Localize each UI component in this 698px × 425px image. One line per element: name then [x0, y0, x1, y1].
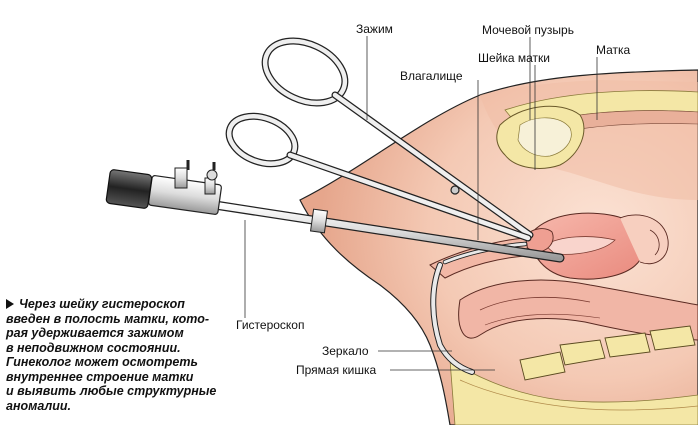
uterine-cavity	[544, 236, 616, 255]
caption: Через шейку гистероскоп введен в полость…	[6, 297, 264, 413]
caption-line: рая удерживается зажимом	[6, 326, 184, 340]
caption-line: Через шейку гистероскоп	[6, 297, 264, 312]
label-rectum: Прямая кишка	[296, 363, 377, 377]
clamp	[225, 37, 534, 242]
caption-line: внутреннее строение матки	[6, 369, 194, 384]
caption-line: в неподвижном состоянии.	[6, 340, 181, 355]
label-cervix: Шейка матки	[478, 51, 551, 65]
label-clamp: Зажим	[356, 22, 393, 36]
sacrum	[519, 325, 696, 381]
label-hysteroscope: Гистероскоп	[236, 318, 305, 332]
label-vagina: Влагалище	[400, 69, 463, 83]
caption-line: введен в полость матки, кото-	[6, 311, 210, 326]
leader-lines	[244, 36, 598, 371]
caption-line: аномалии.	[6, 398, 72, 413]
caption-line: и выявить любые структурные	[6, 384, 217, 398]
ovary	[619, 214, 669, 265]
label-speculum: Зеркало	[322, 344, 369, 358]
label-uterus: Матка	[596, 43, 631, 57]
caption-line: Гинеколог может осмотреть	[6, 355, 198, 369]
hysteroscope	[105, 160, 565, 263]
gluteal-fat	[449, 359, 698, 425]
label-bladder: Мочевой пузырь	[482, 23, 574, 37]
triangle-right-icon	[6, 299, 14, 309]
